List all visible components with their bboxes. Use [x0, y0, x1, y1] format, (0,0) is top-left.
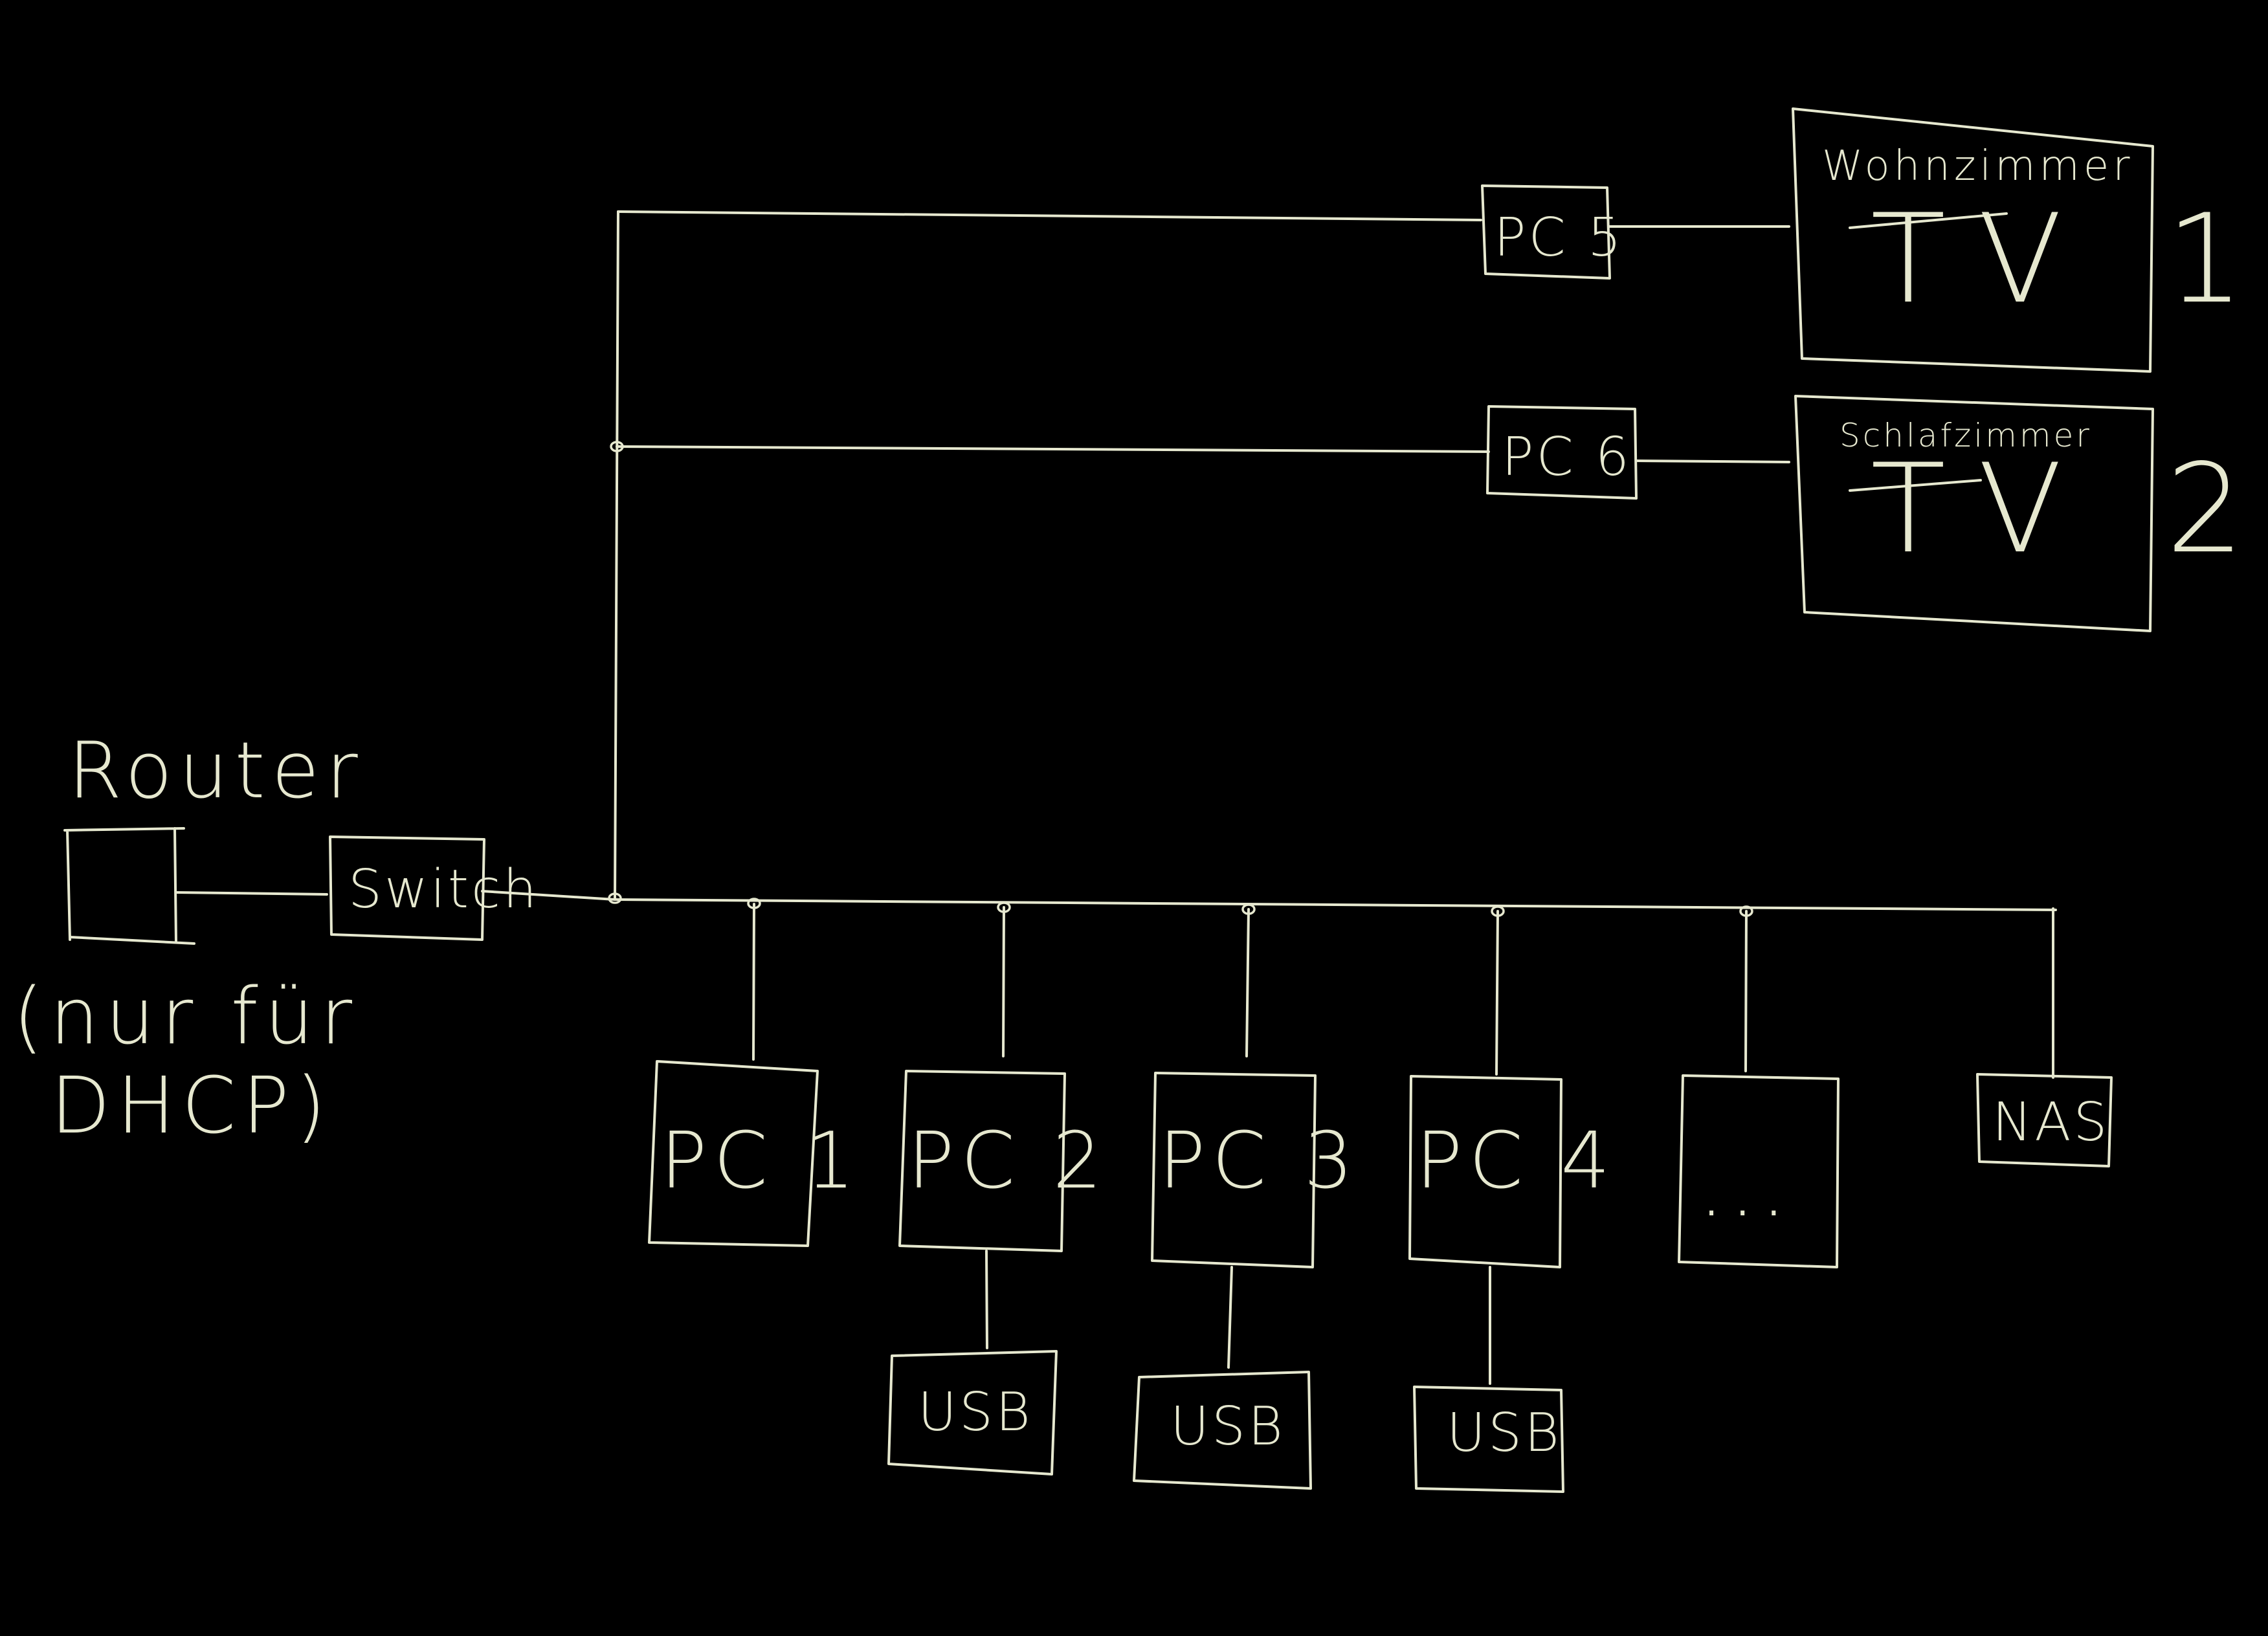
usb4-node: USB [1413, 1386, 1564, 1493]
junction-pc1 [747, 898, 761, 909]
drop-pc4 [1495, 910, 1499, 1076]
link-trunk-pc6 [616, 445, 1490, 453]
pc3-label: PC 3 [1159, 1116, 1360, 1206]
pc1-box [648, 1060, 819, 1247]
pc6-box [1486, 405, 1638, 500]
tv2-label: TV 2 [1871, 437, 2268, 580]
trunk-line [614, 210, 619, 901]
switch-node: Switch [329, 835, 539, 941]
router-label: Router [68, 726, 364, 816]
junctions [608, 441, 1753, 917]
pc-more-box [1678, 1074, 1840, 1268]
pc1-label: PC 1 [660, 1116, 862, 1206]
pc6-node: PC 6 [1486, 405, 1638, 500]
pc5-node: PC 5 [1481, 184, 1624, 280]
link-pc3-usb [1227, 1266, 1233, 1369]
junction-bus-switch [608, 892, 622, 904]
tv2-underline [1849, 479, 1982, 492]
pc-more-label: ... [1699, 1144, 1792, 1234]
usb2-node: USB [887, 1350, 1058, 1476]
nas-node: NAS [1976, 1073, 2113, 1167]
drop-pc3 [1245, 908, 1250, 1057]
router-node: Router (nur für DHCP) [13, 726, 364, 1151]
usb2-label: USB [918, 1382, 1033, 1443]
pc3-box [1151, 1072, 1317, 1268]
usb3-box [1133, 1371, 1312, 1490]
switch-label: Switch [348, 859, 539, 920]
junction-pc2 [997, 901, 1011, 913]
link-pc2-usb [985, 1250, 988, 1349]
junction-pc3 [1241, 903, 1256, 915]
tv2-room-label: Schlafzimmer [1840, 417, 2092, 454]
usb4-label: USB [1447, 1402, 1562, 1464]
usb4-box [1413, 1386, 1564, 1493]
pc5-box [1481, 184, 1611, 280]
router-note-line1: (nur für [13, 972, 359, 1062]
junction-trunk-pc6 [610, 441, 624, 452]
tv1-label: TV 1 [1871, 188, 2268, 331]
router-box [63, 827, 195, 945]
tv2-box [1794, 395, 2154, 632]
nas-label: NAS [1992, 1092, 2110, 1153]
connections [175, 210, 2057, 1385]
usb3-node: USB [1133, 1371, 1312, 1490]
pc6-label: PC 6 [1502, 426, 1632, 488]
pc5-label: PC 5 [1494, 207, 1624, 269]
pc4-node: PC 4 [1408, 1075, 1617, 1268]
pc4-box [1408, 1075, 1562, 1268]
nas-box [1976, 1073, 2113, 1167]
link-switch-bus [481, 890, 616, 901]
usb2-box [887, 1350, 1058, 1476]
junction-pc4 [1491, 905, 1505, 917]
link-pc6-tv2 [1635, 459, 1790, 463]
pc1-node: PC 1 [648, 1060, 862, 1247]
pc3-node: PC 3 [1151, 1072, 1360, 1268]
tv1-node: Wohnzimmer TV 1 [1792, 107, 2268, 373]
usb3-label: USB [1170, 1396, 1285, 1457]
tv1-box [1792, 107, 2154, 373]
pc2-label: PC 2 [907, 1116, 1109, 1206]
bus-line [614, 898, 2057, 911]
router-note-line2: DHCP) [50, 1061, 333, 1151]
drop-pc2 [1002, 906, 1005, 1057]
pc2-box [898, 1070, 1066, 1252]
pc2-node: PC 2 [898, 1070, 1109, 1252]
tv1-room-label: Wohnzimmer [1822, 142, 2134, 190]
junction-pc-more [1739, 905, 1753, 917]
switch-box [329, 835, 485, 941]
link-trunk-pc5 [617, 210, 1482, 221]
pc4-label: PC 4 [1416, 1116, 1617, 1206]
link-router-switch [175, 891, 328, 896]
drop-pc1 [752, 903, 755, 1061]
pc-more-node: ... [1678, 1074, 1840, 1268]
tv2-node: Schlafzimmer TV 2 [1794, 395, 2268, 632]
tv1-underline [1849, 212, 2008, 229]
